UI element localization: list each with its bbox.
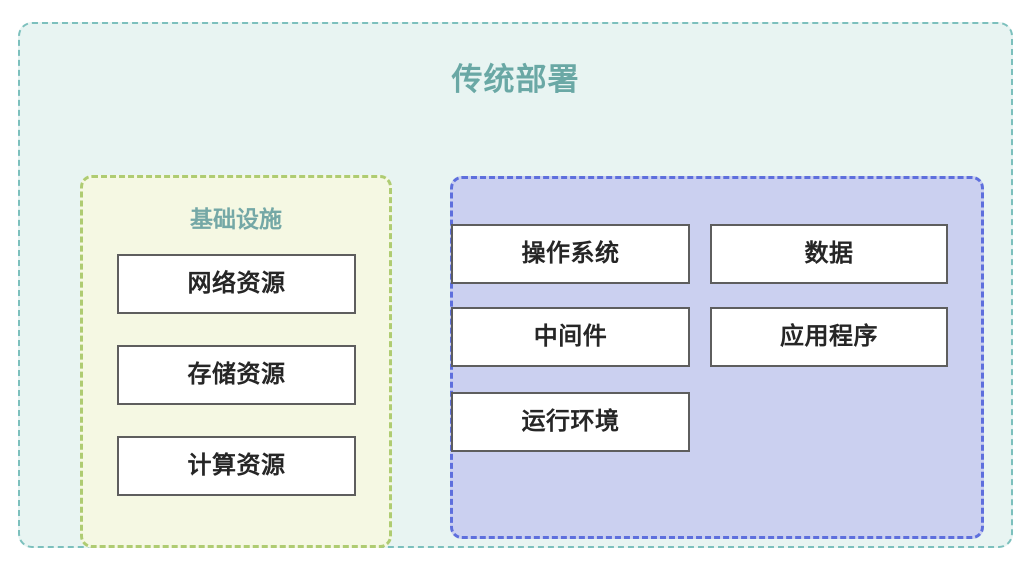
platform-item-application[interactable]: 应用程序 [710, 307, 948, 367]
platform-item-data[interactable]: 数据 [710, 224, 948, 284]
infrastructure-item-compute[interactable]: 计算资源 [117, 436, 356, 496]
platform-item-runtime[interactable]: 运行环境 [451, 392, 690, 452]
infrastructure-item-network[interactable]: 网络资源 [117, 254, 356, 314]
infrastructure-panel-title: 基础设施 [190, 206, 282, 232]
platform-item-operating-system[interactable]: 操作系统 [451, 224, 690, 284]
infrastructure-item-storage[interactable]: 存储资源 [117, 345, 356, 405]
page-title: 传统部署 [451, 62, 580, 97]
platform-item-middleware[interactable]: 中间件 [451, 307, 690, 367]
traditional-deployment-container: 传统部署 基础设施 网络资源 存储资源 计算资源 操作系统 数据 中间件 应用程… [18, 22, 1013, 548]
